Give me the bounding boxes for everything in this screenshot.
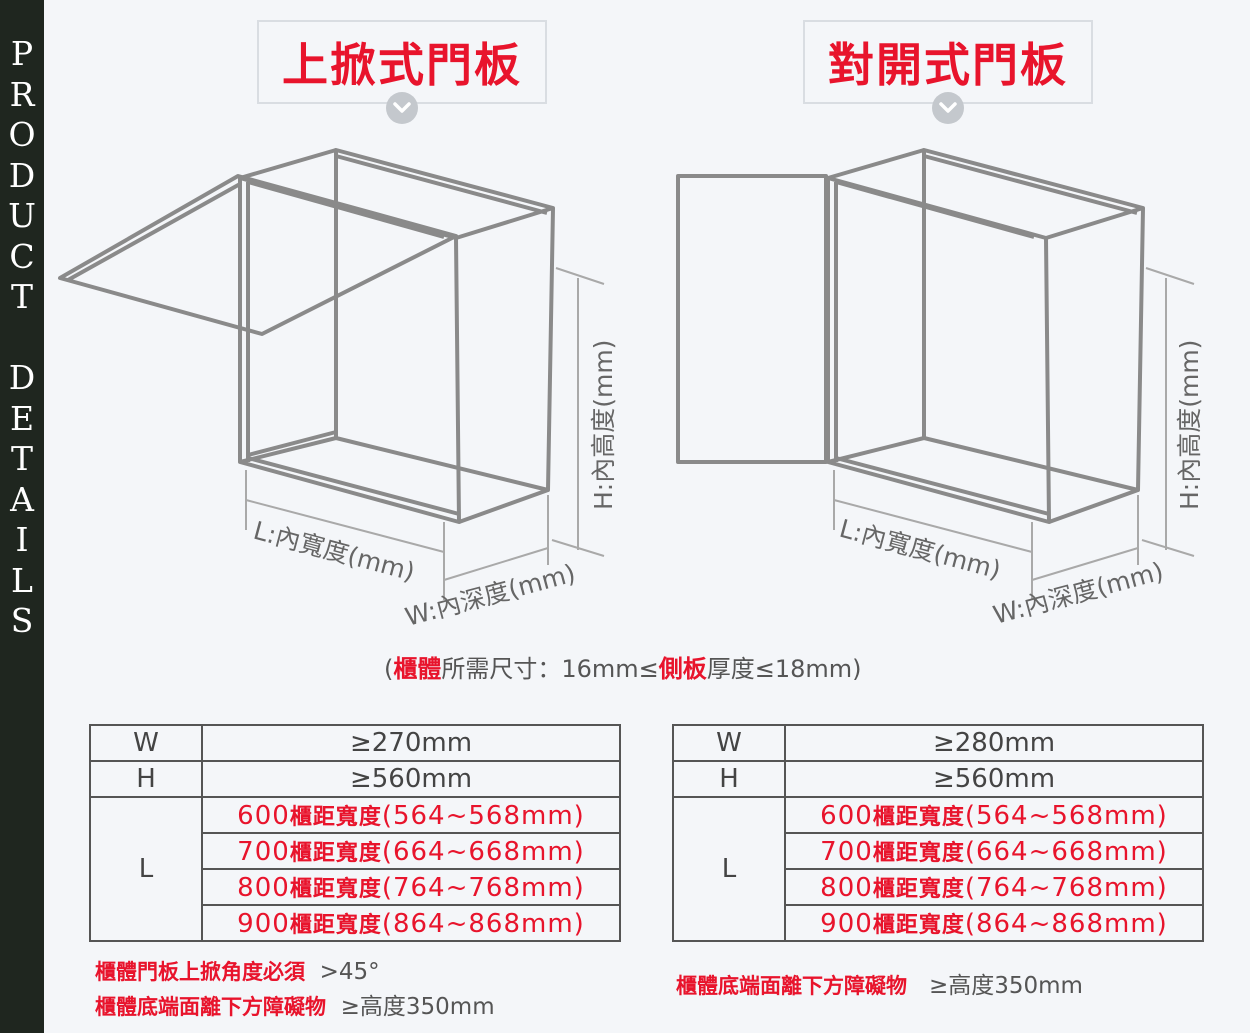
lift-up-depth-label: W:內深度(mm) bbox=[402, 559, 578, 632]
lift-up-door-title: 上掀式門板 bbox=[257, 20, 547, 104]
double-door-cabinet-drawing bbox=[676, 148, 1145, 524]
double-door-dimension-lines bbox=[833, 267, 1195, 600]
lift-angle-requirement: 櫃體門板上掀角度必須 >45° bbox=[95, 959, 380, 985]
lift-up-dimension-lines bbox=[245, 267, 605, 600]
lift-up-height-label: H:內高度(mm) bbox=[589, 340, 618, 510]
chevron-down-icon bbox=[932, 92, 964, 124]
panel-thickness-note: (櫃體所需尺寸：16mm≤側板厚度≤18mm) bbox=[384, 655, 862, 683]
left-clearance-requirement: 櫃體底端面離下方障礙物 ≥高度350mm bbox=[95, 994, 495, 1020]
table-row: H ≥560mm bbox=[672, 760, 1204, 798]
table-row: 700櫃距寬度(664~668mm) bbox=[90, 832, 621, 870]
table-row: H ≥560mm bbox=[89, 760, 621, 798]
double-door-title: 對開式門板 bbox=[803, 20, 1093, 104]
double-door-width-label: L:內寬度(mm) bbox=[836, 514, 1003, 585]
right-clearance-requirement: 櫃體底端面離下方障礙物 ≥高度350mm bbox=[676, 973, 1083, 999]
chevron-down-icon bbox=[386, 92, 418, 124]
double-door-spec-table: W ≥280mm H ≥560mm L 600櫃距寬度(564~568mm) 7… bbox=[672, 724, 1204, 942]
table-row: 700櫃距寬度(664~668mm) bbox=[673, 832, 1204, 870]
lift-up-cabinet-drawing bbox=[58, 148, 555, 524]
double-door-height-label: H:內高度(mm) bbox=[1175, 340, 1204, 510]
lift-up-spec-table: W ≥270mm H ≥560mm L 600櫃距寬度(564~568mm) 7… bbox=[89, 724, 621, 942]
table-row: 800櫃距寬度(764~768mm) bbox=[673, 868, 1204, 906]
sidebar: P R O D U C T D E T A I L S bbox=[0, 0, 44, 1033]
sidebar-label: P R O D U C T D E T A I L S bbox=[8, 34, 36, 640]
double-door-depth-label: W:內深度(mm) bbox=[990, 557, 1166, 630]
lift-up-width-label: L:內寬度(mm) bbox=[250, 516, 417, 587]
table-row: 900櫃距寬度(864~868mm) bbox=[90, 904, 621, 942]
table-row: 900櫃距寬度(864~868mm) bbox=[673, 904, 1204, 942]
table-row: L 600櫃距寬度(564~568mm) bbox=[672, 796, 1204, 942]
table-row: L 600櫃距寬度(564~568mm) bbox=[89, 796, 621, 942]
table-row: 800櫃距寬度(764~768mm) bbox=[90, 868, 621, 906]
table-row: W ≥280mm bbox=[672, 724, 1204, 762]
table-row: W ≥270mm bbox=[89, 724, 621, 762]
